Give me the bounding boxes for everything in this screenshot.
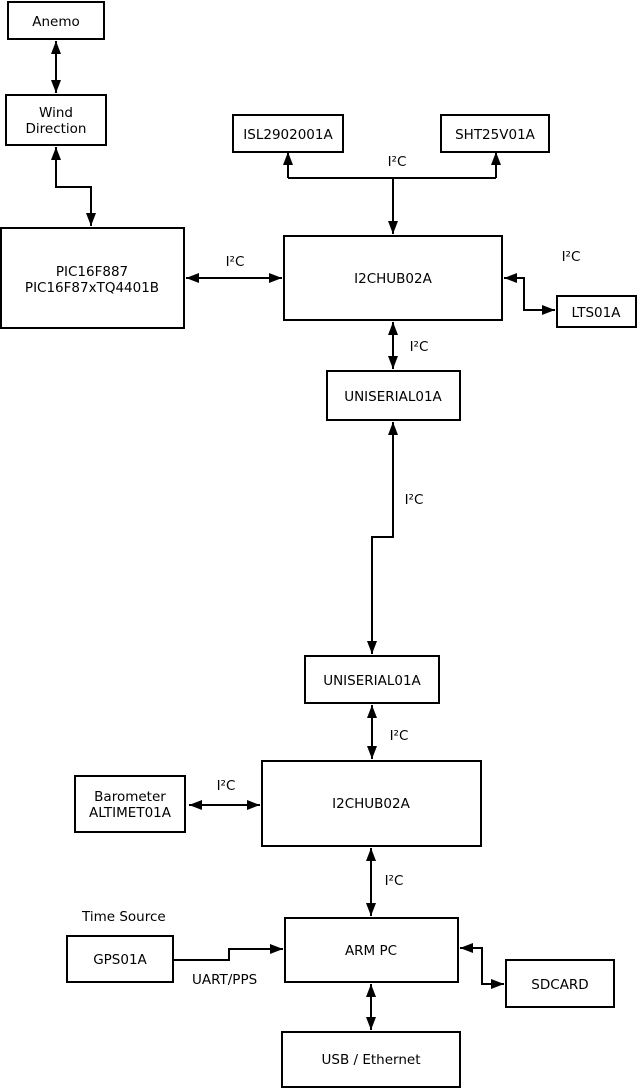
node-uniserial-lower-label: UNISERIAL01A	[323, 673, 421, 689]
node-barometer: Barometer ALTIMET01A	[74, 775, 186, 833]
edge-uniserial-interlink	[367, 422, 398, 654]
node-lts-box	[556, 295, 637, 328]
node-i2chub-upper-label: I2CHUB02A	[354, 271, 432, 287]
node-usb-ethernet-label: USB / Ethernet	[322, 1052, 421, 1068]
node-sdcard-label: SDCARD	[531, 977, 588, 993]
node-sht-box	[440, 114, 550, 153]
node-pic: PIC16F887 PIC16F87xTQ4401B	[0, 227, 185, 329]
node-wind-direction-label-line2: Direction	[26, 121, 87, 137]
node-pic-label-line1: PIC16F887	[56, 264, 128, 280]
node-wind-direction: Wind Direction	[5, 94, 107, 146]
edges	[51, 41, 555, 1030]
node-i2chub-upper: I2CHUB02A	[283, 235, 503, 321]
annotation-time-source: Time Source	[81, 909, 166, 925]
node-sht: SHT25V01A	[440, 114, 550, 153]
node-uniserial-upper: UNISERIAL01A	[326, 370, 461, 421]
node-wind-direction-box	[5, 94, 107, 146]
node-uniserial-lower-box	[304, 655, 440, 704]
node-isl-label: ISL2902001A	[243, 127, 333, 143]
node-anemo-box	[7, 1, 105, 40]
node-pic-box	[0, 227, 185, 329]
node-sdcard: SDCARD	[505, 959, 615, 1008]
edge-label-i2c-uniserial-hub: I²C	[390, 728, 409, 744]
node-usb-ethernet-box	[281, 1031, 461, 1088]
node-isl-box	[232, 114, 344, 153]
edge-label-i2c-pic-hub: I²C	[226, 254, 245, 270]
edge-label-i2c-hub-uniserial: I²C	[410, 339, 429, 355]
node-i2chub-lower: I2CHUB02A	[261, 760, 482, 847]
node-sht-label: SHT25V01A	[455, 127, 536, 143]
node-gps: GPS01A	[66, 935, 174, 983]
node-i2chub-lower-label: I2CHUB02A	[332, 796, 410, 812]
edge-label-i2c-interlink: I²C	[405, 492, 424, 508]
node-barometer-label-line1: Barometer	[94, 789, 166, 805]
node-wind-direction-label-line1: Wind	[39, 105, 73, 121]
node-pic-label-line2: PIC16F87xTQ4401B	[25, 280, 159, 296]
node-uniserial-lower: UNISERIAL01A	[304, 655, 440, 704]
edge-label-i2c-sensor-bus: I²C	[388, 154, 407, 170]
node-lts-label: LTS01A	[572, 305, 622, 321]
node-barometer-box	[74, 775, 186, 833]
node-usb-ethernet: USB / Ethernet	[281, 1031, 461, 1088]
node-anemo: Anemo	[7, 1, 105, 40]
edge-wind-pic	[51, 147, 96, 226]
node-gps-box	[66, 935, 174, 983]
node-armpc-box	[284, 917, 459, 983]
edge-gps-armpc	[174, 944, 283, 961]
node-armpc-label: ARM PC	[345, 943, 397, 959]
edge-label-i2c-hub-arm: I²C	[385, 873, 404, 889]
node-uniserial-upper-box	[326, 370, 461, 421]
node-anemo-label: Anemo	[32, 14, 80, 30]
edge-label-i2c-lts: I²C	[562, 249, 581, 265]
node-barometer-label-line2: ALTIMET01A	[89, 805, 172, 821]
node-armpc: ARM PC	[284, 917, 459, 983]
node-uniserial-upper-label: UNISERIAL01A	[344, 389, 442, 405]
edge-label-i2c-barometer: I²C	[217, 778, 236, 794]
node-gps-label: GPS01A	[93, 952, 147, 968]
node-isl: ISL2902001A	[232, 114, 344, 153]
edge-i2chub-upper-lts	[504, 273, 555, 315]
edge-armpc-sdcard	[460, 943, 504, 989]
node-i2chub-upper-box	[283, 235, 503, 321]
edge-labels: I²C I²C I²C I²C I²C I²C I²C I²C UART/PPS…	[81, 154, 580, 988]
node-lts: LTS01A	[556, 295, 637, 328]
node-sdcard-box	[505, 959, 615, 1008]
node-i2chub-lower-box	[261, 760, 482, 847]
edge-label-uart-pps: UART/PPS	[192, 972, 257, 988]
